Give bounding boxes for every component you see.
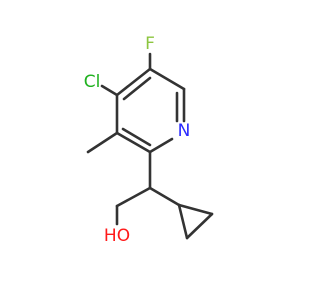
bond-c4-c5 <box>115 67 152 97</box>
bond-cyclopropyl-a <box>177 203 189 240</box>
bond-c2-c3-inner <box>121 127 152 147</box>
bond-c3-methyl <box>86 131 119 154</box>
bond-c4-c5-inner <box>122 76 152 101</box>
bond-side-carbon-cyclopropyl <box>148 186 181 207</box>
bond-n-c2 <box>148 137 174 154</box>
bond-c2-c3 <box>115 131 152 154</box>
nitrogen-label: N <box>178 121 191 141</box>
atom-labels: F Cl N HO <box>84 34 191 246</box>
molecule-canvas: F Cl N HO <box>83 34 214 246</box>
bond-c4-cl <box>100 84 119 97</box>
bond-c5-c6 <box>148 67 186 91</box>
bond-lines <box>86 52 214 240</box>
hydroxyl-label: HO <box>104 226 130 246</box>
structure-diagram: F Cl N HO <box>84 34 214 246</box>
bond-side-carbon-ch2 <box>115 186 152 208</box>
bond-cyclopropyl-b <box>185 212 214 240</box>
bond-cyclopropyl-c <box>177 203 214 216</box>
chlorine-label: Cl <box>84 72 101 92</box>
fluorine-label: F <box>145 34 155 54</box>
